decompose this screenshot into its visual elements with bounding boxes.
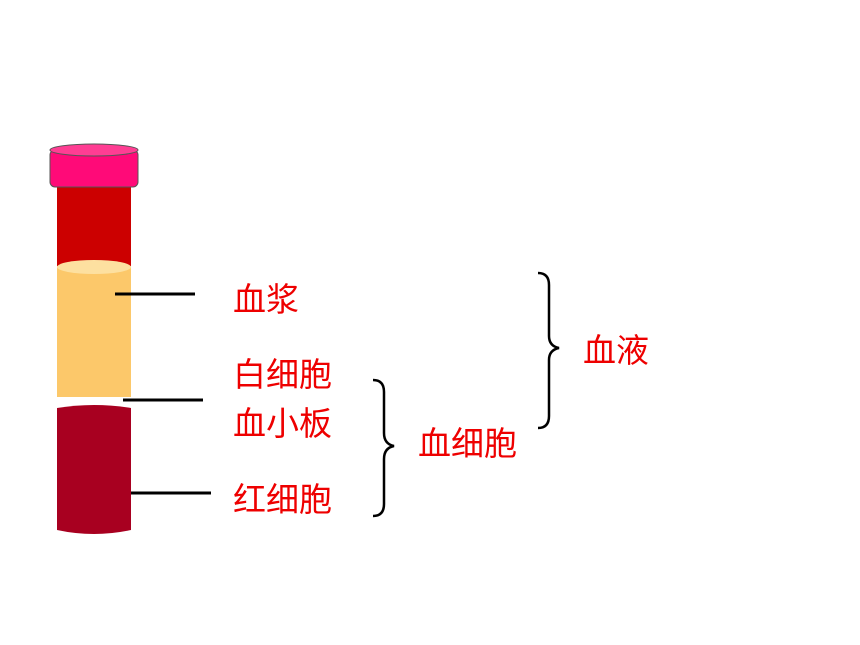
blood-label: 血液 — [583, 331, 649, 370]
red-cell-layer — [57, 405, 131, 534]
blood-cells-label: 血细胞 — [418, 424, 517, 463]
plasma-surface — [57, 260, 131, 274]
tube-cap-top — [49, 143, 139, 157]
red-blood-cells-label: 红细胞 — [233, 480, 332, 519]
upper-blood-layer — [57, 186, 131, 268]
test-tube — [49, 143, 139, 534]
blood-brace — [537, 271, 560, 430]
white-blood-cells-label: 白细胞 — [233, 355, 332, 394]
plasma-layer — [57, 266, 131, 399]
plasma-label: 血浆 — [233, 280, 299, 319]
blood-cells-brace — [372, 378, 395, 518]
platelets-label: 血小板 — [233, 404, 332, 443]
